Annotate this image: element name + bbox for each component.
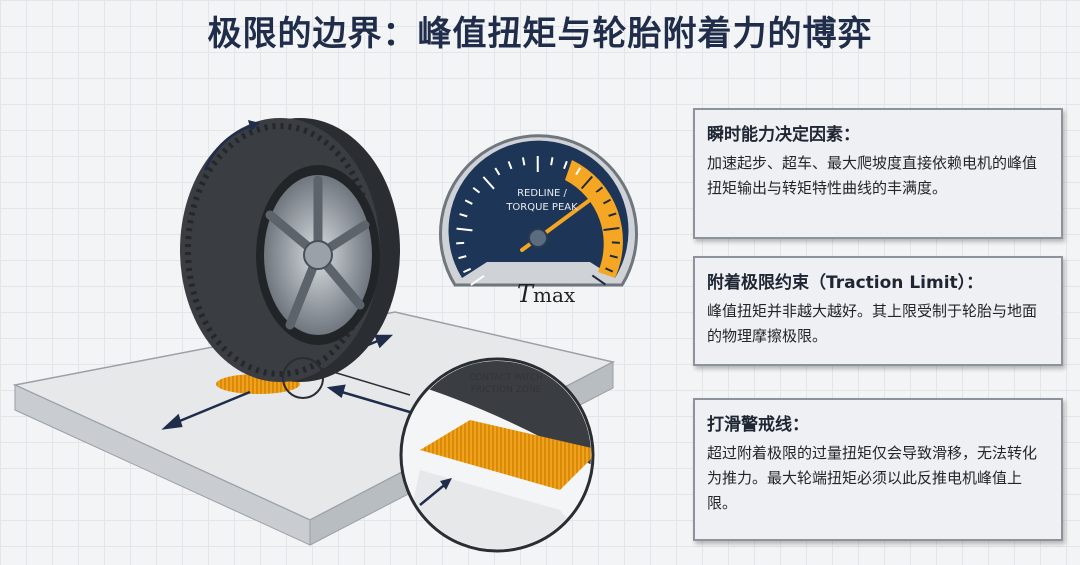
gauge-tick bbox=[575, 167, 582, 176]
card-heading: 瞬时能力决定因素： bbox=[707, 125, 860, 145]
gauge-tick bbox=[595, 186, 604, 194]
rotation-arrow-icon bbox=[203, 123, 256, 171]
card-instant-capability: 瞬时能力决定因素： 加速起步、超车、最大爬坡度直接依赖电机的峰值扭矩输出与转矩特… bbox=[693, 108, 1063, 239]
gauge-tick bbox=[456, 227, 473, 232]
gauge-tick bbox=[459, 213, 468, 218]
zoom-marker bbox=[282, 357, 324, 399]
gauge-label-2: TORQUE PEAK bbox=[505, 202, 578, 213]
card-body: 加速起步、超车、最大爬坡度直接依赖电机的峰值扭矩输出与转矩特性曲线的丰满度。 bbox=[707, 154, 1038, 197]
gauge-tick bbox=[463, 267, 472, 274]
gauge-tick bbox=[608, 212, 617, 217]
contact-patch-label-2: FRICTION ZONE bbox=[471, 385, 542, 395]
page-title: 极限的边界：峰值扭矩与轮胎附着力的博弈 bbox=[207, 14, 873, 54]
gauge-tick bbox=[507, 161, 513, 170]
rotation-arrow-head-icon bbox=[248, 120, 260, 131]
gauge-tick bbox=[580, 175, 593, 190]
gauge-tick bbox=[605, 267, 614, 273]
gauge-tick bbox=[550, 157, 554, 166]
torque-gauge bbox=[439, 134, 638, 287]
gauge-tick bbox=[603, 227, 620, 231]
card-traction-limit: 附着极限约束（Traction Limit）： 峰值扭矩并非越大越好。其上限受制… bbox=[693, 256, 1063, 366]
gauge-tick bbox=[609, 254, 618, 259]
card-body: 峰值扭矩并非越大越好。其上限受制于轮胎与地面的物理摩擦极限。 bbox=[707, 302, 1038, 345]
gauge-tick bbox=[472, 186, 481, 194]
card-heading: 附着极限约束（Traction Limit）： bbox=[707, 273, 984, 293]
gauge-tick bbox=[464, 199, 473, 205]
zoom-leader-line bbox=[319, 367, 411, 396]
gauge-tick bbox=[456, 241, 465, 245]
tmax-subscript: max bbox=[533, 283, 576, 307]
gauge-tick bbox=[458, 255, 467, 260]
gauge-tick bbox=[563, 160, 568, 170]
gauge-tick bbox=[521, 157, 526, 166]
tmax-symbol: Tmax bbox=[517, 280, 575, 308]
contact-patch-label-1: CONTACT PATCH bbox=[469, 373, 543, 383]
gauge-hub bbox=[528, 228, 548, 248]
card-body: 超过附着极限的过量扭矩仅会导致滑移，无法转化为推力。最大轮端扭矩必须以此反推电机… bbox=[707, 444, 1038, 512]
gauge-tick bbox=[602, 198, 612, 205]
gauge-redline-zone bbox=[565, 160, 623, 278]
gauge-tick bbox=[591, 274, 607, 286]
card-heading: 打滑警戒线： bbox=[707, 415, 809, 435]
gauge-tick bbox=[470, 275, 485, 286]
gauge-label-1: REDLINE / bbox=[517, 188, 567, 199]
tire bbox=[180, 118, 400, 382]
gauge-tick bbox=[482, 176, 495, 190]
tmax-letter: T bbox=[517, 280, 534, 308]
card-slip-warning: 打滑警戒线： 超过附着极限的过量扭矩仅会导致滑移，无法转化为推力。最大轮端扭矩必… bbox=[693, 398, 1063, 541]
gauge-tick bbox=[494, 167, 501, 176]
